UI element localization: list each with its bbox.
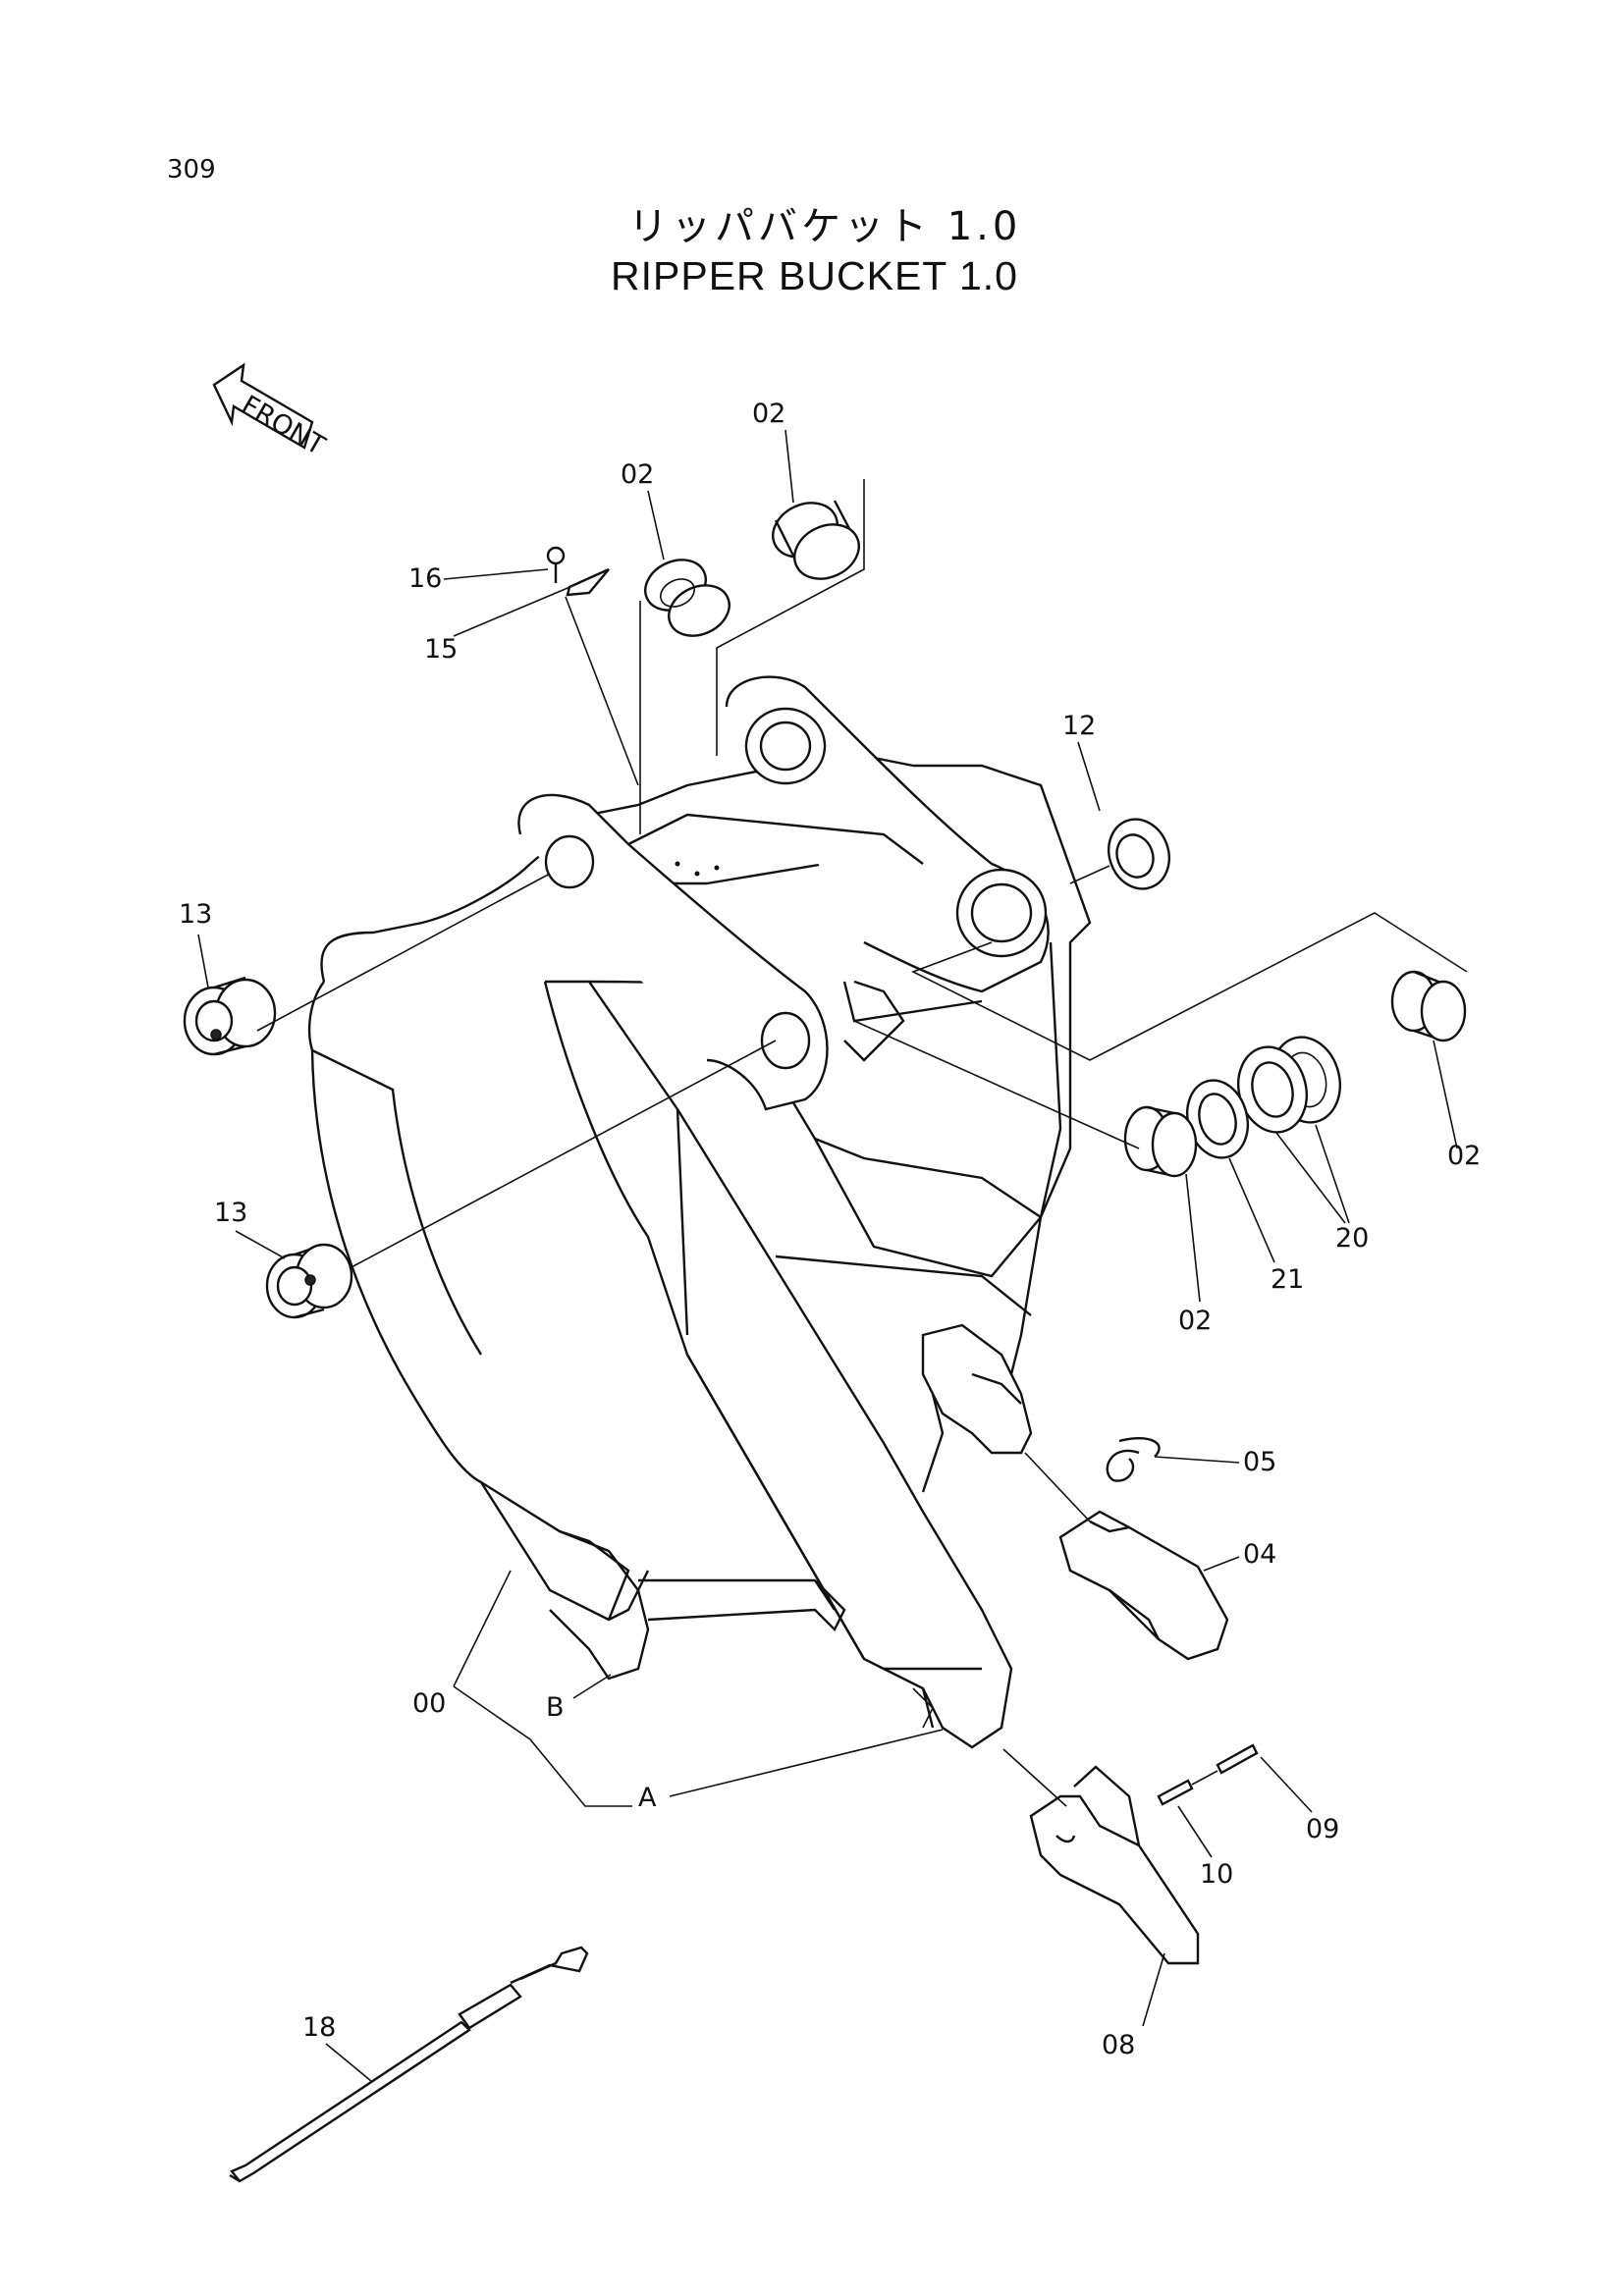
callout-12: 12	[1062, 711, 1096, 741]
bushing-02-top-left	[644, 559, 730, 637]
callout-18: 18	[302, 2012, 336, 2043]
lock-05	[1106, 1436, 1161, 1482]
bucket-body	[307, 675, 1092, 1749]
callout-02-right: 02	[1447, 1141, 1481, 1171]
bolt-16	[546, 546, 566, 583]
page-number: 309	[167, 155, 216, 185]
collar-13-lower	[265, 1243, 353, 1319]
callout-08: 08	[1102, 2030, 1135, 2060]
callout-16: 16	[408, 563, 442, 594]
bushing-02-right	[1390, 970, 1467, 1042]
callout-b: B	[546, 1692, 565, 1723]
callout-15: 15	[424, 634, 458, 665]
front-arrow-icon: FRONT	[212, 362, 331, 461]
shims-20	[1237, 1036, 1341, 1134]
callout-04: 04	[1243, 1539, 1276, 1570]
tooth-08	[1029, 1765, 1200, 1965]
tooth-04	[1058, 1510, 1229, 1661]
callout-13-lower: 13	[214, 1198, 247, 1228]
callout-05: 05	[1243, 1447, 1276, 1477]
callout-02-front: 02	[1178, 1306, 1212, 1336]
ripper-bar-18	[229, 1946, 589, 2183]
bushing-02-top-right	[772, 500, 860, 580]
bushing-02-front	[1123, 1105, 1198, 1178]
callout-a: A	[638, 1783, 657, 1813]
pin-09	[1216, 1743, 1259, 1775]
callout-02-b: 02	[621, 459, 654, 490]
callout-13-upper: 13	[179, 899, 212, 930]
front-label: FRONT	[237, 390, 331, 461]
pin-10	[1157, 1779, 1194, 1806]
plate-15	[566, 567, 610, 597]
callout-09: 09	[1306, 1814, 1339, 1844]
collar-13-upper	[183, 976, 277, 1056]
callout-21: 21	[1271, 1264, 1304, 1295]
callout-00: 00	[412, 1688, 446, 1719]
callout-20: 20	[1335, 1223, 1369, 1254]
callout-10: 10	[1200, 1859, 1233, 1890]
title-english: RIPPER BUCKET 1.0	[611, 253, 1018, 298]
callout-02-a: 02	[752, 399, 785, 429]
seal-ring-12	[1108, 818, 1170, 890]
title-japanese: リッパバケット 1.0	[628, 204, 1022, 249]
